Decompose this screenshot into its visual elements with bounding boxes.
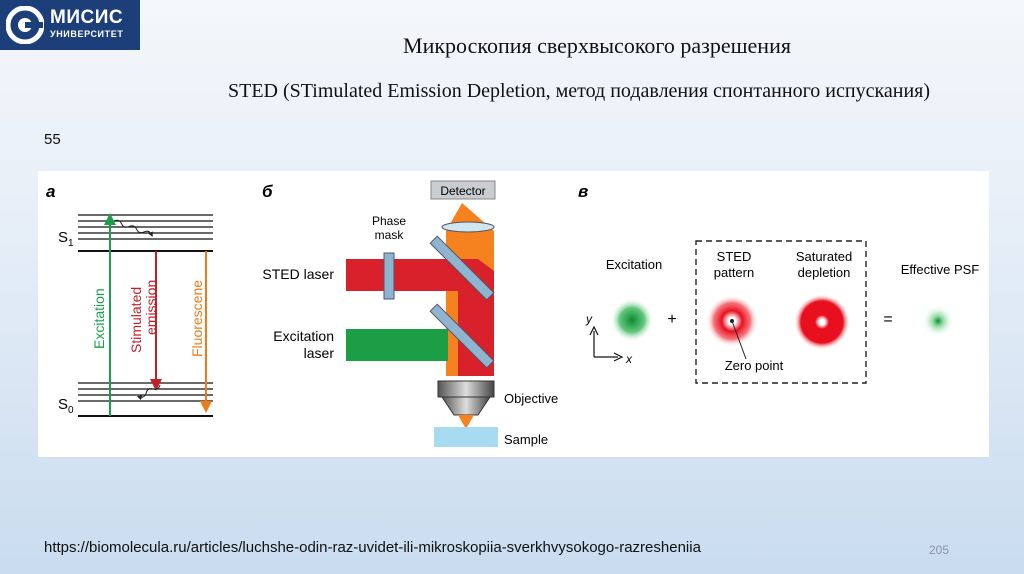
phase-mask <box>383 252 395 300</box>
tube-lens <box>441 221 495 233</box>
relaxation-wavy-top <box>113 219 153 237</box>
sample-label: Sample <box>504 432 548 447</box>
saturated-label-1: Saturated <box>796 249 852 264</box>
detector-label: Detector <box>440 184 485 198</box>
page-number: 205 <box>929 543 950 557</box>
s1-label: S1 <box>58 229 74 249</box>
sted-laser-label: STED laser <box>262 266 334 282</box>
excitation-psf-label: Excitation <box>606 257 662 272</box>
excitation-beam <box>346 329 448 361</box>
excitation-laser-label-1: Excitation <box>273 328 334 344</box>
logo-line2: УНИВЕРСИТЕТ <box>50 29 124 39</box>
xy-axes <box>589 325 624 362</box>
source-link[interactable]: https://biomolecula.ru/articles/luchshe-… <box>44 539 701 556</box>
panel-a-letter: а <box>46 182 55 201</box>
equals-sign: = <box>883 311 892 328</box>
sted-diagram: а S1 S0 Excitation Stimulated emission <box>46 180 980 447</box>
axis-x-label: x <box>625 352 633 366</box>
logo-emblem-icon <box>6 6 44 44</box>
excitation-laser-label-2: laser <box>304 345 335 361</box>
s0-label: S0 <box>58 396 74 416</box>
axis-y-label: y <box>585 312 593 326</box>
panel-b-optical-setup: б Detector Phase mask STED laser Excitat… <box>262 180 558 447</box>
logo-text: МИСИС УНИВЕРСИТЕТ <box>50 8 123 39</box>
dichroic-mirror-top <box>429 235 495 301</box>
sted-dashed-box <box>695 240 867 384</box>
effective-psf-label: Effective PSF <box>901 262 980 277</box>
panel-b-letter: б <box>262 182 273 201</box>
panel-a-energy-diagram: а S1 S0 Excitation Stimulated emission <box>46 182 213 417</box>
effective-psf-spot <box>922 305 954 337</box>
fluorescence-vertical-label: Fluorescene <box>189 280 205 357</box>
phase-mask-label-2: mask <box>375 228 405 242</box>
sted-beam <box>346 259 494 376</box>
zero-point-label: Zero point <box>725 358 784 373</box>
excitation-vertical-label: Excitation <box>91 288 107 349</box>
objective-label: Objective <box>504 391 558 406</box>
panel-c-psf: в Excitation + STED pattern Zero point S… <box>578 182 980 384</box>
zero-point-pointer <box>731 320 747 360</box>
slide-subtitle: STED (STimulated Emission Depletion, мет… <box>228 80 931 102</box>
plus-sign-1: + <box>667 311 676 328</box>
objective-lens <box>437 380 495 416</box>
excitation-spot <box>610 298 654 342</box>
saturated-donut <box>794 294 850 350</box>
panel-c-letter: в <box>578 182 588 201</box>
detector-box <box>430 180 496 200</box>
slide-title: Микроскопия сверхвысокого разрешения <box>403 33 791 58</box>
slide-label: 55 <box>44 131 61 148</box>
sted-pattern-label-2: pattern <box>714 265 754 280</box>
emission-vertical-label: emission <box>143 280 159 335</box>
dichroic-mirror-bottom <box>429 303 495 369</box>
university-logo: МИСИС УНИВЕРСИТЕТ <box>0 0 140 50</box>
phase-mask-label-1: Phase <box>372 214 406 228</box>
sample-slab <box>434 427 498 447</box>
saturated-label-2: depletion <box>798 265 851 280</box>
sted-pattern-label-1: STED <box>717 249 752 264</box>
stimulated-vertical-label: Stimulated <box>128 287 144 353</box>
logo-line1: МИСИС <box>50 7 124 28</box>
sted-figure: а S1 S0 Excitation Stimulated emission <box>38 171 989 457</box>
s1-levels <box>78 214 213 252</box>
s0-levels <box>78 382 213 417</box>
relaxation-wavy-bottom <box>136 384 161 401</box>
focus-cone <box>458 415 474 429</box>
